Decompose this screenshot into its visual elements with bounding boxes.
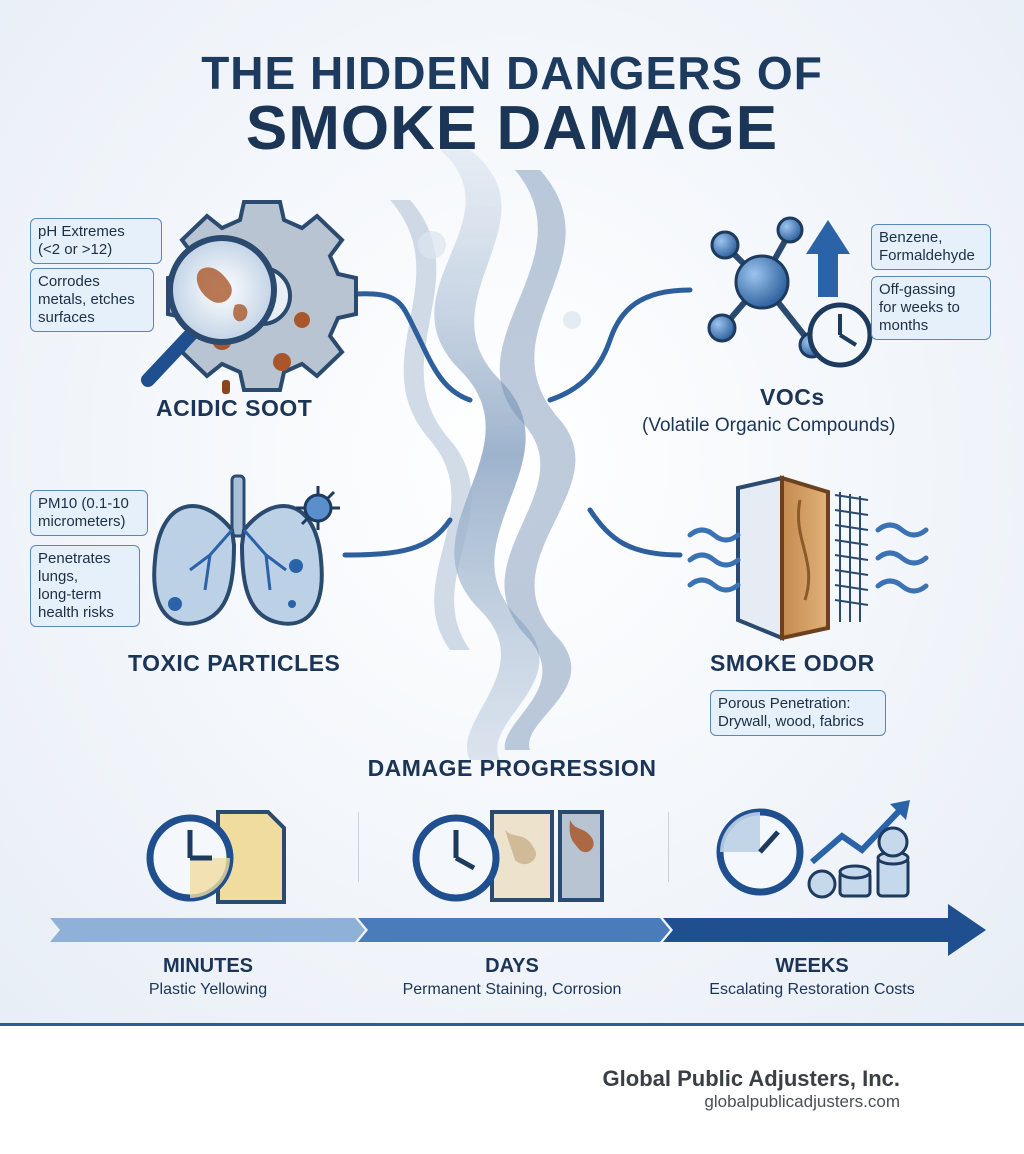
lungs-icon <box>152 474 340 626</box>
divider <box>668 812 669 882</box>
callout-off-gassing: Off-gassing for weeks to months <box>871 276 991 340</box>
stage-title-days: DAYS <box>485 955 539 977</box>
callout-porous-penetration: Porous Penetration: Drywall, wood, fabri… <box>710 690 886 736</box>
footer <box>0 1026 1024 1154</box>
smoke-plume <box>390 150 581 760</box>
footer-divider <box>0 1023 1024 1026</box>
title-line-2: SMOKE DAMAGE <box>245 94 779 163</box>
clock-plastic-icon <box>146 810 286 904</box>
clock-coins-icon <box>716 800 910 899</box>
stage-desc-weeks: Escalating Restoration Costs <box>709 981 915 998</box>
callout-penetrates-lungs: Penetrates lungs, long-term health risks <box>30 545 140 627</box>
clock-stained-panels-icon <box>412 810 604 902</box>
label-toxic-particles: TOXIC PARTICLES <box>128 650 341 676</box>
stage-desc-days: Permanent Staining, Corrosion <box>402 981 622 998</box>
stage-title-weeks: WEEKS <box>775 955 849 977</box>
website-link[interactable]: globalpublicadjusters.com <box>704 1092 900 1111</box>
sublabel-vocs: (Volatile Organic Compounds) <box>642 415 896 436</box>
callout-corrodes-metals: Corrodes metals, etches surfaces <box>30 268 154 332</box>
callout-pm10: PM10 (0.1-10 micrometers) <box>30 490 148 536</box>
divider <box>358 812 359 882</box>
label-vocs: VOCs <box>760 384 825 410</box>
magnifier-gear-icon <box>141 200 358 394</box>
company-name: Global Public Adjusters, Inc. <box>602 1066 900 1091</box>
stage-desc-minutes: Plastic Yellowing <box>148 981 268 998</box>
callout-ph-extremes: pH Extremes (<2 or >12) <box>30 218 162 264</box>
title-line-1: THE HIDDEN DANGERS OF <box>201 47 823 99</box>
artwork <box>50 150 986 956</box>
porous-materials-icon <box>687 475 929 641</box>
stage-title-minutes: MINUTES <box>163 955 253 977</box>
connectors <box>337 287 693 558</box>
timeline-arrow <box>50 904 986 956</box>
label-acidic-soot: ACIDIC SOOT <box>156 395 313 421</box>
label-smoke-odor: SMOKE ODOR <box>710 650 875 676</box>
progression-title: DAMAGE PROGRESSION <box>367 755 657 781</box>
callout-benzene: Benzene, Formaldehyde <box>871 224 991 270</box>
molecule-clock-icon <box>707 216 873 368</box>
